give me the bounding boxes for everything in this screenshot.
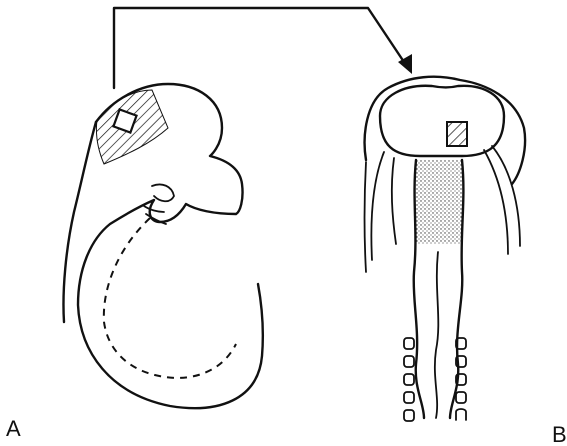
branchial-arch-2 [144,206,164,212]
embryo-dorsal-view: B [365,77,567,446]
panel-label-a: A [6,416,21,441]
stippled-region [416,160,462,244]
branchial-arch-1 [152,184,174,201]
fold-far-left [365,162,367,272]
transplant-arrow [114,8,412,88]
outer-fold-right-2 [492,146,520,246]
panel-label-b: B [552,422,567,446]
neural-groove [435,252,438,418]
neural-tube-dashed [104,218,236,378]
outer-fold-left [371,152,384,260]
outer-fold-left-2 [392,158,396,244]
somites-left [404,338,414,421]
head-outline [380,86,504,156]
embryo-lateral-view: A [6,84,263,441]
graft-square-b [447,122,467,146]
